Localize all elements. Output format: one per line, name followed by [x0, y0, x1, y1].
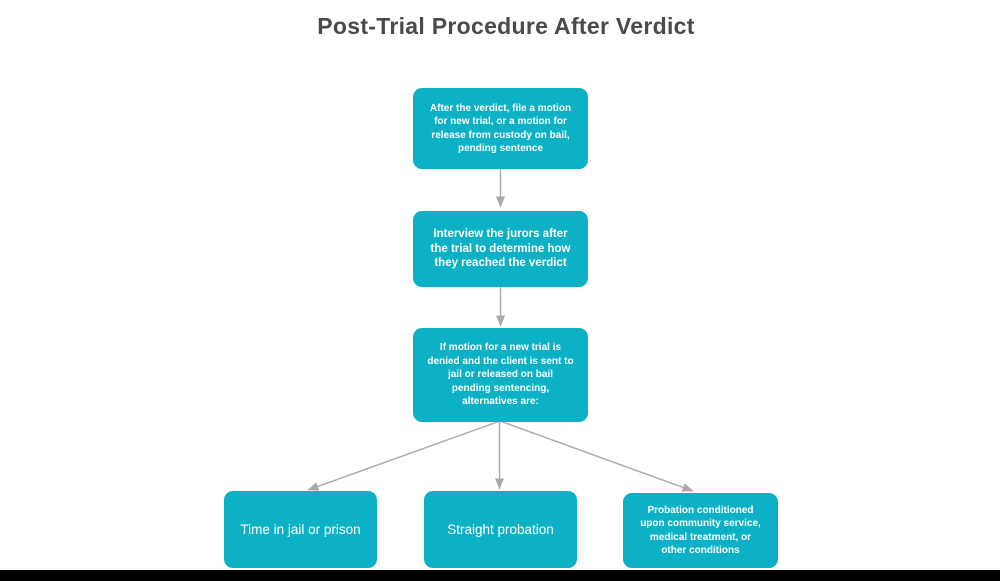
- diagram-title: Post-Trial Procedure After Verdict: [317, 13, 695, 39]
- arrow-step3-alt1: [307, 420, 501, 491]
- flow-node-step-2-label: Interview the jurors after the trial to …: [430, 228, 571, 270]
- flow-node-alt-2: Straight probation: [424, 491, 577, 568]
- flow-node-step-1: After the verdict, file a motion for new…: [413, 88, 588, 169]
- flow-node-step-1-label: After the verdict, file a motion for new…: [429, 102, 572, 155]
- flow-node-alt-1-label: Time in jail or prison: [240, 521, 361, 537]
- flow-node-alt-1: Time in jail or prison: [224, 491, 377, 568]
- flow-node-step-2: Interview the jurors after the trial to …: [413, 211, 588, 287]
- arrow-step3-alt3: [499, 420, 694, 492]
- flow-node-step-3-label: If motion for a new trial is denied and …: [427, 342, 574, 408]
- flow-node-alt-2-label: Straight probation: [447, 521, 554, 537]
- flow-node-step-3: If motion for a new trial is denied and …: [413, 328, 588, 422]
- flow-node-alt-3: Probation conditioned upon community ser…: [623, 493, 778, 568]
- flow-node-alt-3-label: Probation conditioned upon community ser…: [640, 504, 761, 557]
- bottom-black-bar: [0, 570, 1000, 581]
